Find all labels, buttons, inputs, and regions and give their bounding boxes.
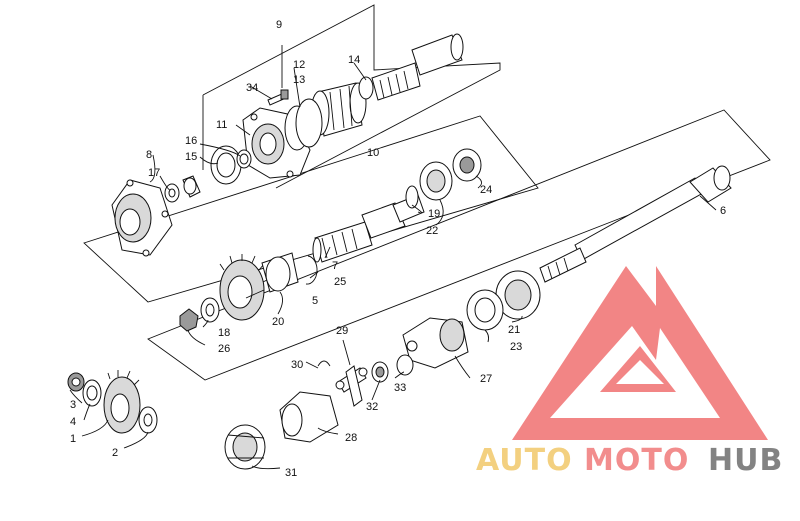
callout-23: 23 (510, 341, 522, 353)
callout-17: 17 (148, 167, 160, 179)
callout-3: 3 (70, 399, 76, 411)
callout-2: 2 (112, 447, 118, 459)
callout-25: 25 (334, 276, 346, 288)
callout-28: 28 (345, 432, 357, 444)
callout-30: 30 (291, 359, 303, 371)
callout-31: 31 (285, 467, 297, 479)
callout-24: 24 (480, 184, 492, 196)
callout-16: 16 (185, 135, 197, 147)
callout-33: 33 (394, 382, 406, 394)
group-outlines (83, 4, 771, 381)
callout-29: 29 (336, 325, 348, 337)
ring-gear-assembly (179, 252, 318, 332)
callout-4: 4 (70, 416, 76, 428)
watermark: AUTO MOTO HUB (476, 266, 783, 478)
callout-32: 32 (366, 401, 378, 413)
bearing-seal-pair (466, 270, 541, 331)
yoke-assembly (224, 317, 469, 470)
watermark-logo-icon (512, 266, 768, 440)
callout-26: 26 (218, 343, 230, 355)
callout-20: 20 (272, 316, 284, 328)
watermark-text-moto: MOTO (584, 443, 689, 478)
middle-shaft (312, 148, 482, 263)
pinion-gear-group (67, 370, 158, 434)
callout-5: 5 (312, 295, 318, 307)
callout-8: 8 (146, 149, 152, 161)
callout-9: 9 (276, 19, 282, 31)
callout-21: 21 (508, 324, 520, 336)
watermark-text-auto: AUTO (476, 443, 573, 478)
leader-lines (69, 45, 717, 470)
callout-27: 27 (480, 373, 492, 385)
callout-12: 12 (293, 59, 305, 71)
callout-15: 15 (185, 151, 197, 163)
watermark-text-hub: HUB (708, 443, 783, 478)
upper-hub-assembly (210, 33, 464, 185)
callout-22: 22 (426, 225, 438, 237)
callout-19: 19 (428, 208, 440, 220)
left-hub (111, 175, 201, 257)
callout-10: 10 (367, 147, 379, 159)
callout-34: 34 (246, 82, 258, 94)
callout-7: 7 (332, 260, 338, 272)
callout-1: 1 (70, 433, 76, 445)
callout-18: 18 (218, 327, 230, 339)
callout-labels: 1 2 3 4 5 6 7 8 9 10 11 12 13 14 15 16 1… (70, 19, 726, 479)
callout-14: 14 (348, 54, 360, 66)
callout-11: 11 (216, 119, 227, 131)
callout-13: 13 (293, 74, 305, 86)
callout-6: 6 (720, 205, 726, 217)
long-shaft (539, 165, 732, 283)
